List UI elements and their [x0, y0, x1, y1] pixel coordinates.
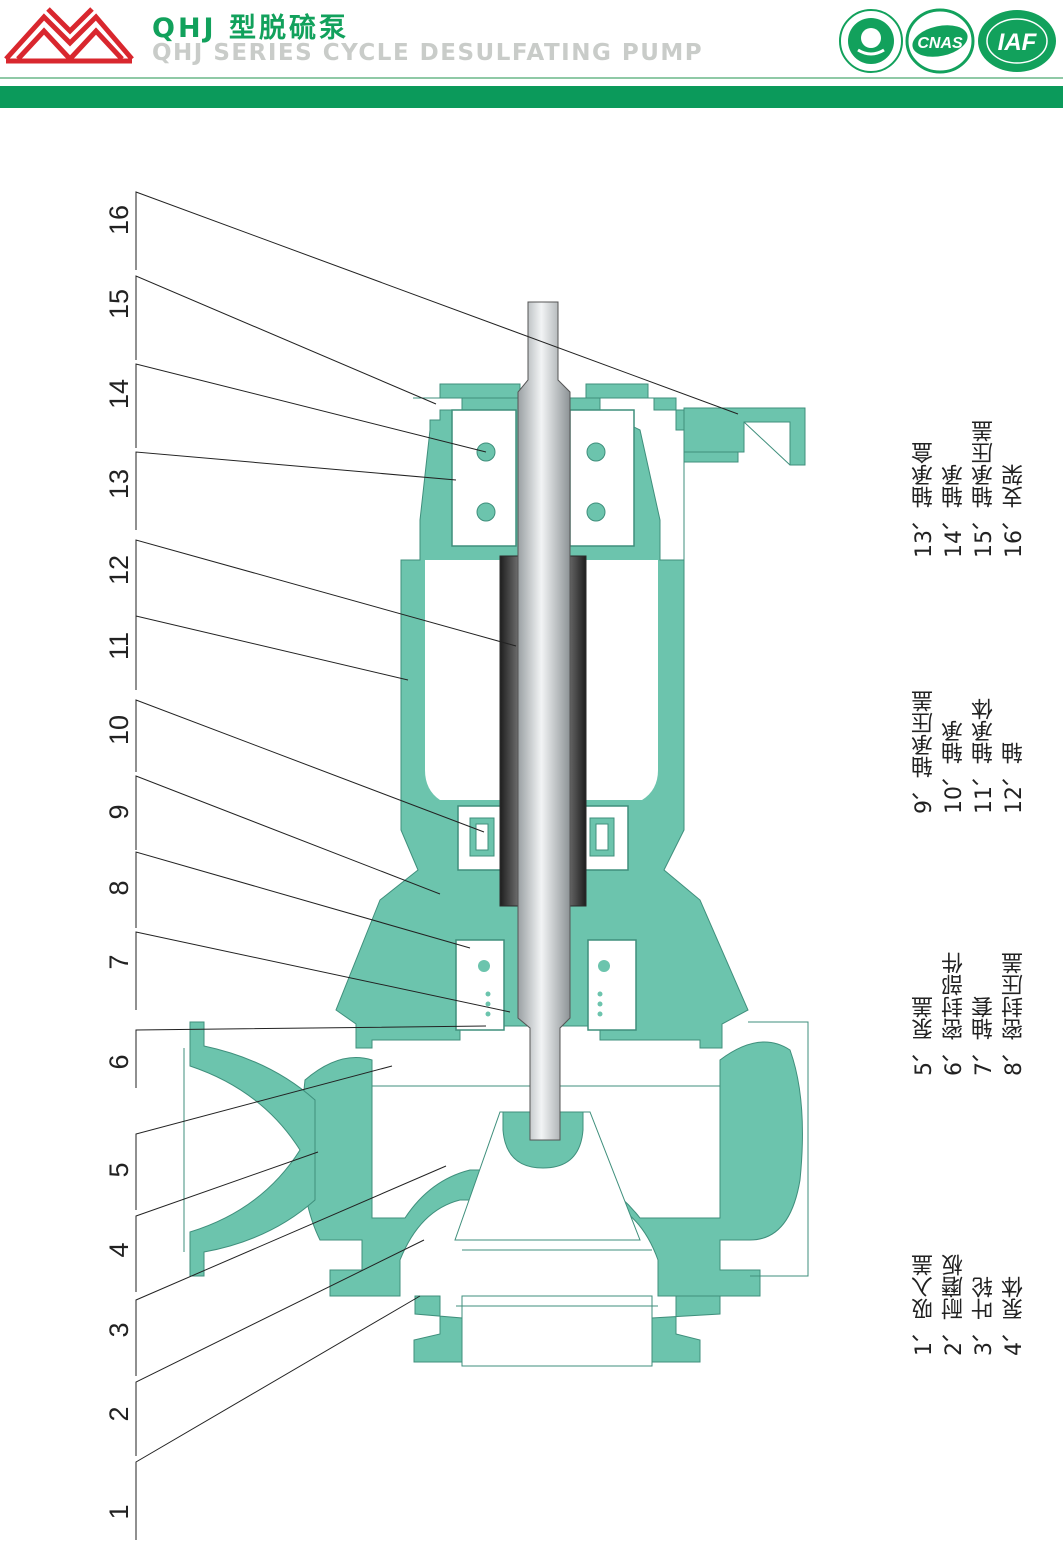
company-logo-icon	[4, 7, 134, 64]
callout-6: 6	[104, 1054, 134, 1069]
legend-item: 7、轴套	[972, 996, 997, 1076]
legend-item: 6、密封部件	[942, 952, 967, 1076]
callout-16: 16	[104, 205, 134, 235]
seal-box-right	[587, 939, 637, 1031]
callout-13: 13	[104, 469, 134, 499]
iaf-logo-icon: IAF	[978, 10, 1056, 72]
legend-item: 10、轴承	[942, 720, 967, 814]
bearing-box-left	[451, 409, 517, 547]
callout-10: 10	[104, 715, 134, 745]
header-band	[0, 86, 1063, 108]
legend-item: 9、轴承压盖	[912, 690, 937, 814]
page-title-english: QHJ SERIES CYCLE DESULFATING PUMP	[152, 40, 704, 66]
header-divider	[0, 77, 1063, 79]
bearing-body-cavity	[425, 560, 500, 800]
legend-item: 2、耐磨板	[942, 1254, 967, 1356]
iaf-text: IAF	[998, 29, 1038, 56]
legend-item: 5、泵盖	[912, 996, 937, 1076]
callout-9: 9	[104, 804, 134, 819]
callout-3: 3	[104, 1322, 134, 1337]
page-title-chinese: QHJ 型脱硫泵	[152, 13, 349, 44]
legend-group-4: 13、轴承盒 14、轴承 15、轴承压盖 16、支架	[910, 404, 1030, 558]
legend-item: 13、轴承盒	[912, 442, 937, 558]
bearing-box-right	[569, 409, 635, 547]
legend-item: 15、轴承压盖	[972, 420, 997, 558]
callout-7: 7	[104, 954, 134, 969]
callout-numbers: 1 2 3 4 5 6 7 8 9 10 11 12 13 14 15 16	[104, 205, 134, 1520]
support-bracket-arm	[683, 407, 806, 466]
callout-8: 8	[104, 880, 134, 895]
outlet-flange	[189, 1021, 316, 1277]
legend-group-1: 1、吸入盖 2、耐磨板 3、叶轮 4、泵体	[910, 1214, 1030, 1356]
cnas-text: CNAS	[917, 35, 963, 52]
callout-11: 11	[104, 632, 134, 660]
legend-group-2: 5、泵盖 6、密封部件 7、轴套 8、密封压盖	[910, 934, 1030, 1076]
cnas-logo-icon: CNAS	[905, 8, 975, 74]
legend-item: 16、支架	[1002, 464, 1027, 558]
callout-5: 5	[104, 1162, 134, 1177]
callout-4: 4	[104, 1242, 134, 1257]
callout-15: 15	[104, 289, 134, 319]
legend-item: 14、轴承	[942, 464, 967, 558]
suction-inlet	[461, 1295, 653, 1367]
legend-item: 4、泵体	[1002, 1276, 1027, 1356]
quality-certification-seal-icon	[839, 9, 903, 73]
pump-sectional-diagram: 1 2 3 4 5 6 7 8 9 10 11 12 13 14 15 16	[104, 191, 809, 1540]
legend-item: 11、轴承体	[972, 698, 997, 814]
legend-group-3: 9、轴承压盖 10、轴承 11、轴承体 12、轴	[910, 672, 1030, 814]
shaft	[517, 301, 571, 1141]
callout-14: 14	[104, 379, 134, 409]
header: QHJ 型脱硫泵 QHJ SERIES CYCLE DESULFATING PU…	[0, 0, 1063, 110]
legend-item: 3、叶轮	[972, 1276, 997, 1356]
leader-lines	[135, 191, 739, 1540]
callout-2: 2	[104, 1406, 134, 1421]
bearing-body-cavity-right	[585, 560, 658, 800]
legend-item: 1、吸入盖	[912, 1254, 937, 1356]
callout-1: 1	[104, 1504, 134, 1519]
legend-item: 8、密封压盖	[1002, 952, 1027, 1076]
seal-box-left	[455, 939, 505, 1031]
legend-item: 12、轴	[1002, 742, 1027, 814]
callout-12: 12	[104, 555, 134, 585]
